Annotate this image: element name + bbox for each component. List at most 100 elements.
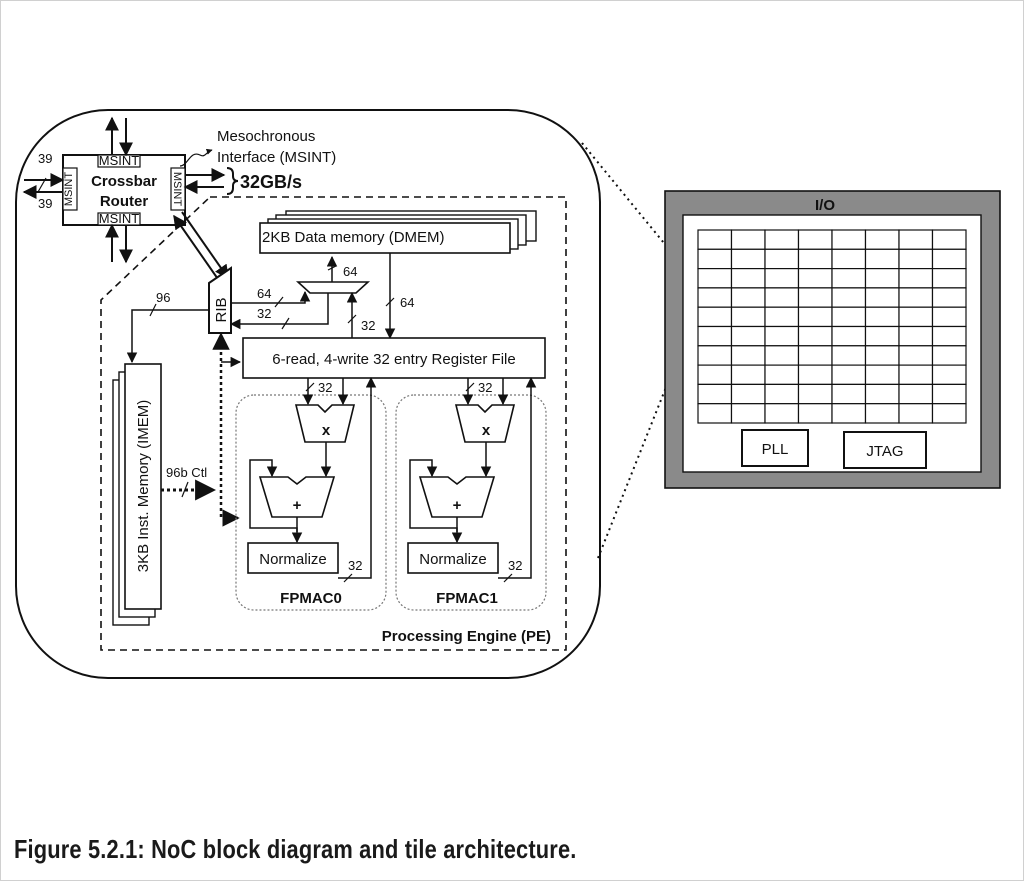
tile-cell [764, 345, 800, 366]
dmem: 2KB Data memory (DMEM) [259, 210, 537, 254]
tile-cell [697, 383, 733, 405]
tile-cell [797, 383, 833, 405]
tile-cell [764, 229, 800, 250]
svg-text:x: x [322, 422, 331, 439]
tile-cell [931, 345, 967, 366]
tile-cell [931, 383, 967, 405]
west-width-bottom: 39 [38, 196, 52, 211]
tile-cell [831, 364, 867, 386]
mux-width-32b: 32 [361, 318, 375, 333]
tile-cell [864, 403, 900, 424]
tile-cell [931, 229, 967, 250]
dmem-out-width: 64 [343, 264, 357, 279]
tile-cell [697, 325, 733, 347]
pll-block [741, 429, 809, 467]
tile-cell [730, 248, 766, 270]
fpmac1-out-width: 32 [508, 558, 522, 573]
tile-cell [697, 229, 733, 250]
tile-cell [898, 229, 934, 250]
tile-cell [764, 306, 800, 328]
tile-cell [831, 325, 867, 347]
tile-cell [697, 268, 733, 289]
tile-cell [898, 345, 934, 366]
jtag-block [843, 431, 927, 469]
dmem-mux [295, 281, 371, 294]
west-width-top: 39 [38, 151, 52, 166]
tile-cell [730, 383, 766, 405]
fpmac0-out-width: 32 [348, 558, 362, 573]
tile-cell [931, 364, 967, 386]
tile-cell [831, 248, 867, 270]
tile-cell [898, 306, 934, 328]
svg-text:MSINT: MSINT [99, 153, 140, 168]
tile-cell [864, 248, 900, 270]
fpmac1-in-width: 32 [478, 380, 492, 395]
svg-text:MSINT: MSINT [63, 172, 75, 207]
tile-cell [730, 268, 766, 289]
tile-cell [931, 306, 967, 328]
tile-cell [931, 325, 967, 347]
msint-callout-1: Mesochronous [217, 128, 315, 145]
rib-bus-width: 96 [156, 290, 170, 305]
tile-cell [730, 306, 766, 328]
svg-text:PLL: PLL [762, 441, 789, 458]
tile-cell [697, 248, 733, 270]
svg-text:Normalize: Normalize [259, 551, 327, 568]
tile-cell [697, 403, 733, 424]
tile-cell [797, 364, 833, 386]
tile-cell [831, 287, 867, 308]
svg-text:x: x [482, 422, 491, 439]
fpmac1: x 32 + Normalize 32 FPMAC1 [395, 376, 547, 611]
tile-cell [797, 306, 833, 328]
tile-cell [898, 248, 934, 270]
tile-cell [864, 325, 900, 347]
tile-cell [931, 248, 967, 270]
imem: 3KB Inst. Memory (IMEM) [112, 363, 162, 626]
bandwidth-label: 32GB/s [240, 172, 302, 192]
tile-cell [864, 364, 900, 386]
tile-cell [797, 345, 833, 366]
tile-cell [697, 364, 733, 386]
router-title-2: Router [100, 193, 148, 210]
mux-width-64: 64 [257, 286, 271, 301]
tile-cell [797, 325, 833, 347]
tile-cell [831, 383, 867, 405]
tile-cell [864, 306, 900, 328]
fpmac1-label: FPMAC1 [436, 590, 498, 607]
tile-cell [797, 229, 833, 250]
tile-cell [931, 287, 967, 308]
pe-outline [100, 196, 567, 651]
tile-grid [697, 229, 967, 424]
zoom-line-top [581, 142, 701, 288]
tile-cell [730, 287, 766, 308]
tile-cell [797, 268, 833, 289]
register-file: 6-read, 4-write 32 entry Register File [242, 337, 546, 379]
tile-cell [764, 248, 800, 270]
tile-cell [764, 325, 800, 347]
tile-cell [898, 403, 934, 424]
tile-cell [730, 325, 766, 347]
svg-text:+: + [453, 497, 462, 514]
tile-cell [730, 229, 766, 250]
svg-text:MSINT: MSINT [99, 211, 140, 226]
svg-text:6-read, 4-write 32 entry Regis: 6-read, 4-write 32 entry Register File [272, 351, 515, 368]
rib: RIB [208, 266, 232, 334]
mux-width-32a: 32 [257, 306, 271, 321]
tile-cell [898, 325, 934, 347]
tile-cell [831, 268, 867, 289]
svg-text:3KB Inst. Memory (IMEM): 3KB Inst. Memory (IMEM) [135, 400, 152, 573]
tile-cell [864, 345, 900, 366]
crossbar-router: MSINT MSINT MSINT MSINT Crossbar Router [62, 153, 186, 226]
tile-cell [764, 383, 800, 405]
tile-cell [864, 268, 900, 289]
svg-text:+: + [293, 497, 302, 514]
tile-cell [764, 364, 800, 386]
tile-cell [831, 229, 867, 250]
msint-left [62, 167, 78, 211]
tile-cell [898, 268, 934, 289]
tile-cell [898, 364, 934, 386]
fpmac0-in-width: 32 [318, 380, 332, 395]
dmem-to-rf-width: 64 [400, 295, 414, 310]
chip-floorplan: I/O PLL JTAG [664, 190, 1001, 489]
